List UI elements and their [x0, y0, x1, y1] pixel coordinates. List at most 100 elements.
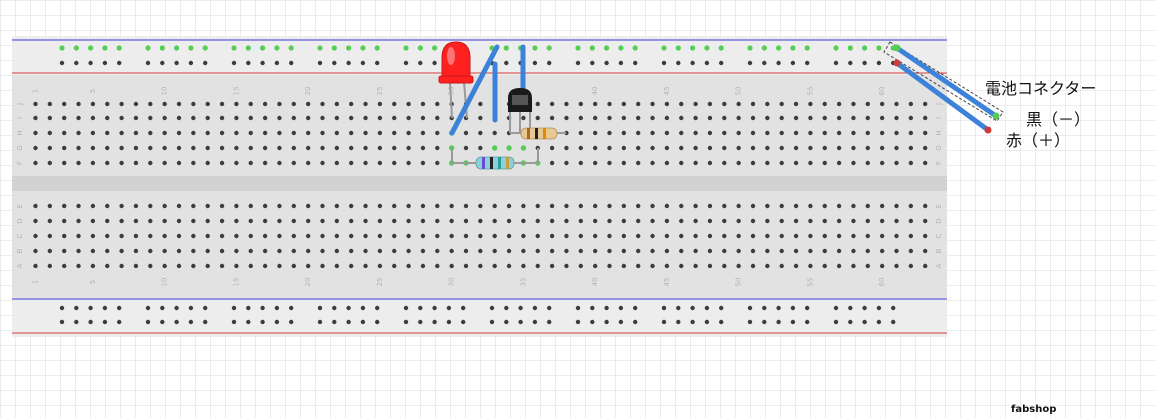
breadboard-hole — [305, 263, 311, 269]
breadboard-hole — [47, 130, 53, 136]
rail-hole — [73, 45, 79, 51]
breadboard-hole — [349, 101, 354, 107]
breadboard-hole — [607, 145, 612, 151]
breadboard-hole — [607, 115, 612, 121]
breadboard-hole — [176, 263, 182, 269]
rail-hole — [159, 45, 165, 51]
row-letter-label: A — [16, 263, 24, 268]
breadboard-hole — [923, 248, 928, 254]
breadboard-hole — [650, 101, 655, 107]
breadboard-hole — [908, 203, 914, 209]
breadboard-hole — [219, 203, 225, 209]
rail-hole — [848, 305, 853, 311]
breadboard-hole — [707, 130, 713, 136]
breadboard-hole — [736, 233, 741, 239]
breadboard-hole — [61, 218, 67, 224]
rail-hole — [260, 319, 265, 325]
breadboard-hole — [392, 263, 397, 269]
column-number-label: 35 — [519, 278, 527, 287]
rail-hole — [632, 45, 638, 51]
breadboard-hole — [636, 160, 641, 166]
rail-hole — [762, 60, 767, 66]
breadboard-hole — [133, 130, 139, 136]
breadboard-hole — [420, 115, 426, 121]
breadboard-hole — [535, 233, 540, 239]
rail-hole — [891, 305, 896, 311]
rail-hole — [590, 305, 595, 311]
breadboard-hole — [176, 145, 182, 151]
breadboard-hole — [750, 263, 756, 269]
breadboard-hole — [463, 248, 469, 254]
breadboard-hole — [736, 218, 741, 224]
breadboard-hole — [549, 203, 555, 209]
breadboard-hole — [736, 115, 741, 121]
rail-hole — [74, 305, 79, 311]
breadboard-hole — [879, 145, 885, 151]
breadboard-hole — [808, 101, 813, 107]
breadboard-hole — [492, 263, 497, 269]
breadboard-hole — [406, 101, 411, 107]
rail-hole — [575, 45, 581, 51]
breadboard-hole — [621, 101, 627, 107]
breadboard-hole — [492, 248, 497, 254]
breadboard-hole — [119, 233, 124, 239]
breadboard-hole — [707, 218, 713, 224]
breadboard-hole — [234, 203, 239, 209]
breadboard-hole — [750, 233, 756, 239]
breadboard-hole — [722, 160, 727, 166]
breadboard-hole — [621, 115, 627, 121]
breadboard-hole — [363, 248, 368, 254]
breadboard-hole — [808, 263, 813, 269]
rail-hole — [575, 60, 581, 66]
breadboard-hole — [406, 160, 411, 166]
rail-hole — [489, 305, 495, 311]
connector-end — [992, 112, 1000, 120]
breadboard-hole — [277, 263, 282, 269]
breadboard-hole — [420, 160, 426, 166]
breadboard-hole — [664, 130, 670, 136]
breadboard-hole — [191, 218, 196, 224]
breadboard-hole — [793, 218, 799, 224]
breadboard-hole — [679, 218, 684, 224]
breadboard-hole — [765, 248, 770, 254]
breadboard-hole — [47, 233, 53, 239]
breadboard-hole — [564, 145, 569, 151]
breadboard-hole — [851, 145, 856, 151]
breadboard-hole — [291, 233, 296, 239]
rail-hole — [862, 45, 868, 51]
breadboard-hole — [305, 218, 311, 224]
breadboard-hole — [191, 203, 196, 209]
breadboard-hole — [693, 203, 698, 209]
breadboard-hole — [305, 203, 311, 209]
breadboard-hole — [664, 233, 670, 239]
connector-selection-outline — [883, 41, 1004, 122]
breadboard-hole — [578, 115, 583, 121]
breadboard-hole — [621, 160, 627, 166]
breadboard-hole — [707, 233, 713, 239]
breadboard-hole — [392, 160, 397, 166]
breadboard-hole — [578, 101, 583, 107]
breadboard-hole — [650, 130, 655, 136]
breadboard-hole — [320, 218, 325, 224]
rail-hole — [704, 60, 710, 66]
breadboard-hole — [33, 263, 38, 269]
breadboard-hole — [262, 160, 268, 166]
breadboard-hole — [549, 145, 555, 151]
breadboard-hole — [822, 160, 827, 166]
rail-hole — [690, 305, 695, 311]
rail-hole — [618, 319, 624, 325]
breadboard-hole — [119, 115, 124, 121]
breadboard-hole — [765, 115, 770, 121]
breadboard-hole — [779, 115, 784, 121]
rail-hole — [346, 45, 352, 51]
breadboard-hole — [219, 101, 225, 107]
breadboard-hole — [923, 101, 928, 107]
breadboard-hole — [679, 101, 684, 107]
breadboard-hole — [363, 203, 368, 209]
breadboard-hole — [722, 218, 727, 224]
breadboard-hole — [765, 233, 770, 239]
breadboard-hole — [377, 130, 383, 136]
breadboard-hole — [392, 248, 397, 254]
breadboard-hole — [334, 218, 340, 224]
breadboard-hole — [894, 101, 899, 107]
